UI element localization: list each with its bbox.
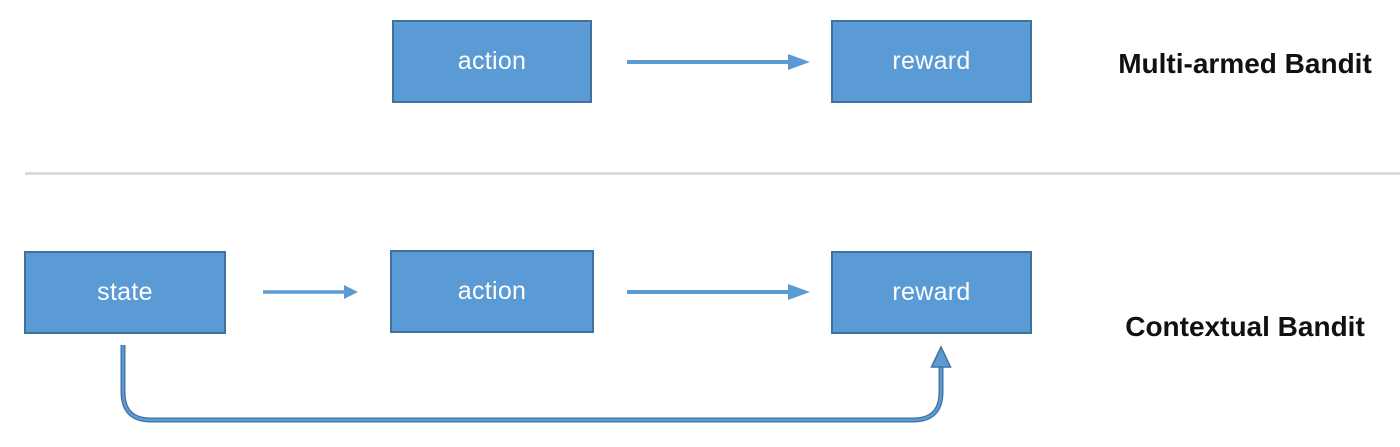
box-reward-contextual: reward (831, 251, 1032, 334)
box-action-contextual: action (390, 250, 594, 333)
box-action-multi-armed-label: action (457, 47, 527, 75)
box-reward-contextual-label: reward (892, 278, 971, 306)
box-reward-multi-armed-label: reward (892, 47, 971, 75)
arrow-state-to-action-icon (263, 285, 358, 299)
box-action-multi-armed: action (392, 20, 592, 103)
connector-state-to-reward-icon (120, 345, 952, 423)
label-multi-armed-bandit: Multi-armed Bandit (1118, 48, 1372, 79)
arrow-bottom-action-to-reward-icon (627, 284, 810, 300)
box-state-contextual: state (24, 251, 226, 334)
box-state-contextual-label: state (97, 278, 153, 306)
arrow-top-action-to-reward-icon (627, 54, 810, 70)
label-contextual-bandit: Contextual Bandit (1125, 311, 1365, 342)
box-reward-multi-armed: reward (831, 20, 1032, 103)
row-divider (25, 172, 1400, 175)
box-action-contextual-label: action (457, 277, 527, 305)
